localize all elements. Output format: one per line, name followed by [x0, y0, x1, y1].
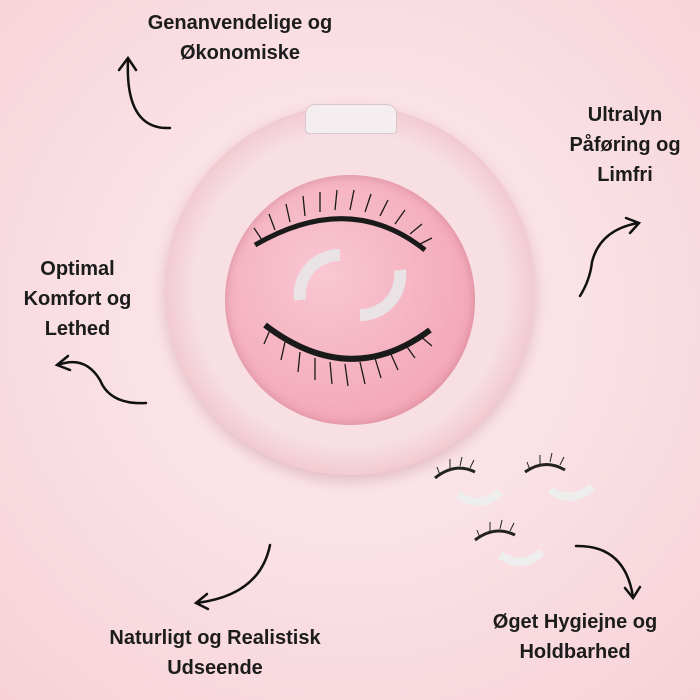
lower-lash-icon — [263, 322, 433, 387]
feature-label-hygiene: Øget Hygiejne og Holdbarhed — [492, 611, 658, 663]
mini-lashes-icon — [434, 452, 595, 566]
arrow-icon — [193, 543, 272, 611]
feature-label-quick-application: Ultralyn Påføring og Limfri — [569, 104, 681, 186]
upper-lash-icon — [253, 189, 433, 252]
feature-label-reusable: Genanvendelige og Økonomiske — [147, 12, 333, 64]
feature-label-comfort: Optimal Komfort og Lethed — [23, 258, 132, 340]
arrow-icon — [574, 544, 642, 601]
arrow-icon — [578, 216, 642, 298]
case-hinge — [305, 104, 397, 134]
feature-label-natural-look: Naturligt og Realistisk Udseende — [109, 627, 321, 679]
lash-holder-icon — [293, 248, 407, 322]
arrow-icon — [54, 354, 148, 405]
arrow-icon — [117, 55, 172, 130]
